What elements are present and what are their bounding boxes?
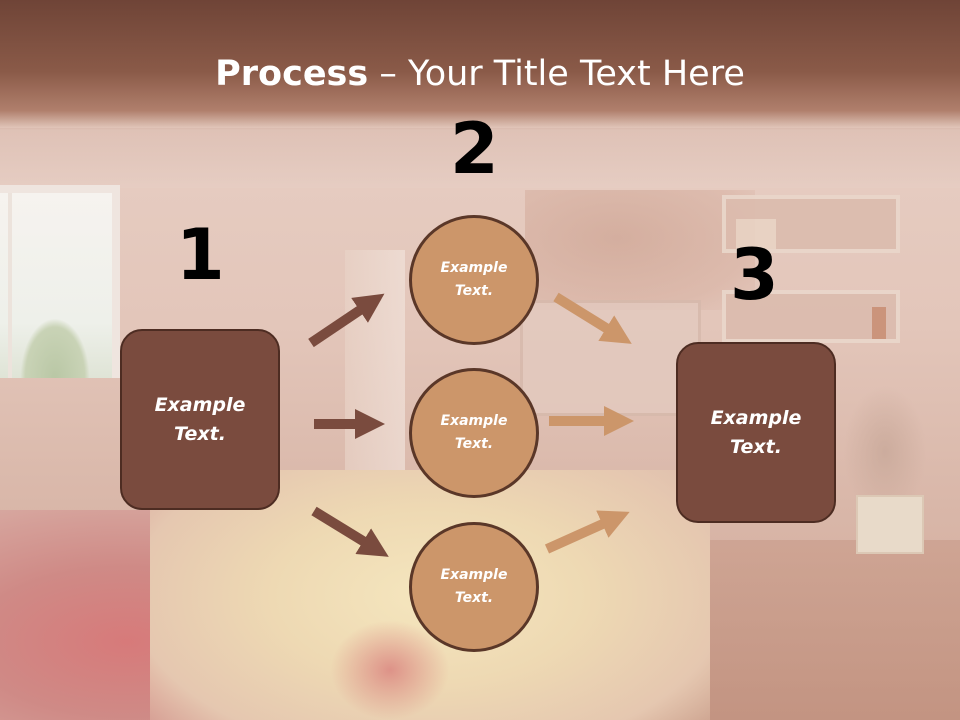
bg-plant	[840, 380, 930, 500]
step-number-2: 2	[450, 108, 499, 190]
bg-shelf-lower	[722, 290, 900, 343]
title-bar	[0, 0, 960, 130]
bg-window-plant	[20, 318, 90, 378]
bg-bed-red-fold	[330, 620, 450, 720]
step-2-circle-bottom-text: Example Text.	[441, 564, 508, 610]
circle-middle-line1: Example	[440, 413, 508, 429]
step-2-circle-middle-text: Example Text.	[441, 410, 508, 456]
bg-plant-pot	[856, 495, 924, 554]
circle-middle-line2: Text.	[454, 436, 494, 452]
step-number-1: 1	[176, 214, 225, 296]
step-1-box[interactable]: Example Text.	[120, 329, 280, 510]
step-2-circle-middle[interactable]: Example Text.	[409, 368, 539, 498]
bg-window	[0, 185, 120, 378]
bg-window-mullion	[8, 193, 12, 378]
step-2-circle-top[interactable]: Example Text.	[409, 215, 539, 345]
arrow-1-to-2-top	[308, 293, 385, 348]
step-1-text-line1: Example	[154, 393, 246, 416]
slide-title[interactable]: Process – Your Title Text Here	[0, 52, 960, 96]
title-bold: Process	[215, 54, 369, 94]
arrow-2-top-to-3	[553, 292, 632, 344]
bg-door	[345, 250, 405, 480]
step-number-3: 3	[730, 234, 779, 316]
arrow-2-bottom-to-3	[544, 510, 630, 554]
step-3-text: Example Text.	[711, 404, 802, 462]
step-3-text-line1: Example	[710, 406, 802, 429]
bg-shelf-upper	[722, 195, 900, 253]
step-3-box[interactable]: Example Text.	[676, 342, 836, 523]
bg-books	[736, 219, 776, 249]
circle-top-line1: Example	[440, 260, 508, 276]
step-2-circle-bottom[interactable]: Example Text.	[409, 522, 539, 652]
step-1-text: Example Text.	[155, 391, 246, 449]
bg-ceiling	[0, 128, 960, 188]
circle-bottom-line1: Example	[440, 567, 508, 583]
circle-top-line2: Text.	[454, 283, 494, 299]
title-rest: – Your Title Text Here	[368, 54, 745, 94]
step-2-circle-top-text: Example Text.	[441, 257, 508, 303]
step-1-text-line2: Text.	[174, 422, 226, 445]
bg-accent-wall	[525, 190, 755, 310]
step-3-text-line2: Text.	[730, 435, 782, 458]
bg-books	[872, 307, 886, 339]
arrow-1-to-2-bottom	[311, 506, 389, 557]
circle-bottom-line2: Text.	[454, 590, 494, 606]
